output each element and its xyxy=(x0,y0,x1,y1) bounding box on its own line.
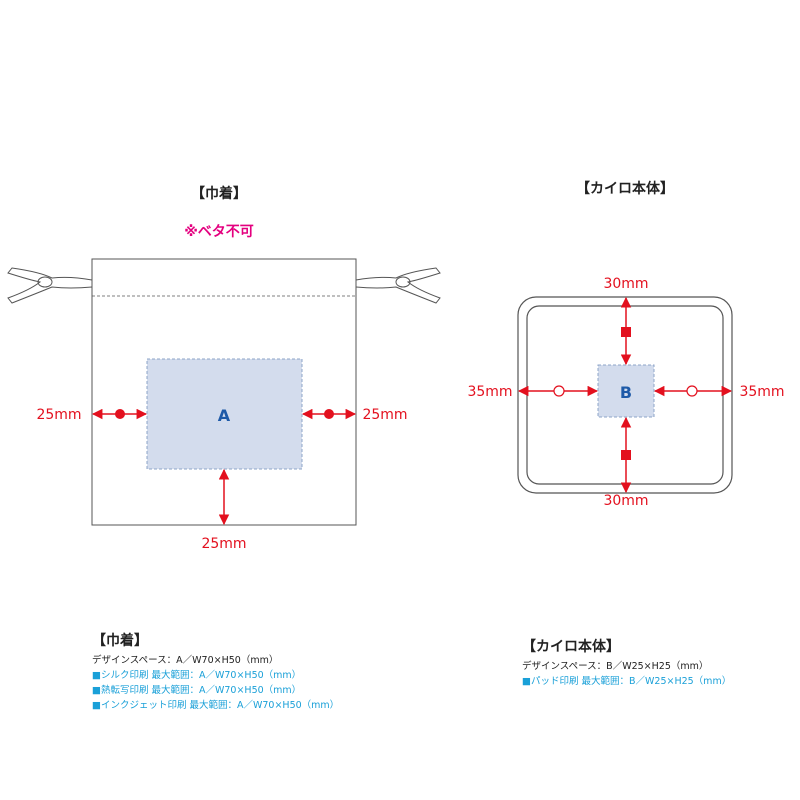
notes-left: 【巾着】 デザインスペース：A／W70×H50（mm） ■シルク印刷 最大範囲：… xyxy=(92,630,339,713)
design-area-b xyxy=(597,364,655,418)
notes-right-line-pad: ■パッド印刷 最大範囲：B／W25×H25（mm） xyxy=(522,676,732,687)
margin-label-left: 25mm xyxy=(36,407,81,423)
margin-arrow-body-left xyxy=(517,385,599,397)
design-area-b-label: B xyxy=(620,383,632,402)
margin-label-right: 25mm xyxy=(362,407,407,423)
notes-right-design-space: デザインスペース：B／W25×H25（mm） xyxy=(522,661,709,672)
left-panel-title: 【巾着】 xyxy=(191,185,247,202)
margin-arrow-top xyxy=(620,296,632,366)
right-panel-title: 【カイロ本体】 xyxy=(576,180,674,197)
notes-left-design-space: デザインスペース：A／W70×H50（mm） xyxy=(92,655,279,666)
margin-arrow-left xyxy=(91,408,148,420)
margin-label-body-bottom: 30mm xyxy=(603,493,648,509)
drawstring-right xyxy=(355,267,441,304)
warning-text: ※ベタ不可 xyxy=(184,224,254,240)
notes-left-heading: 【巾着】 xyxy=(92,633,148,649)
design-area-a xyxy=(146,358,303,470)
notes-right: 【カイロ本体】 デザインスペース：B／W25×H25（mm） ■パッド印刷 最大… xyxy=(522,636,731,689)
margin-label-body-left: 35mm xyxy=(467,384,512,400)
notes-left-line-heat-transfer: ■熱転写印刷 最大範囲：A／W70×H50（mm） xyxy=(92,685,302,696)
notes-right-heading: 【カイロ本体】 xyxy=(522,639,620,655)
notes-left-line-inkjet: ■インクジェット印刷 最大範囲：A／W70×H50（mm） xyxy=(92,700,340,711)
margin-label-bottom: 25mm xyxy=(201,536,246,552)
margin-arrow-right xyxy=(301,408,357,420)
margin-arrow-body-right xyxy=(653,385,733,397)
margin-arrow-body-bottom xyxy=(620,416,632,494)
margin-label-top: 30mm xyxy=(603,276,648,292)
design-area-a-label: A xyxy=(218,406,231,425)
notes-left-line-silk: ■シルク印刷 最大範囲：A／W70×H50（mm） xyxy=(92,670,302,681)
margin-label-body-right: 35mm xyxy=(739,384,784,400)
drawstring-left xyxy=(7,267,93,304)
